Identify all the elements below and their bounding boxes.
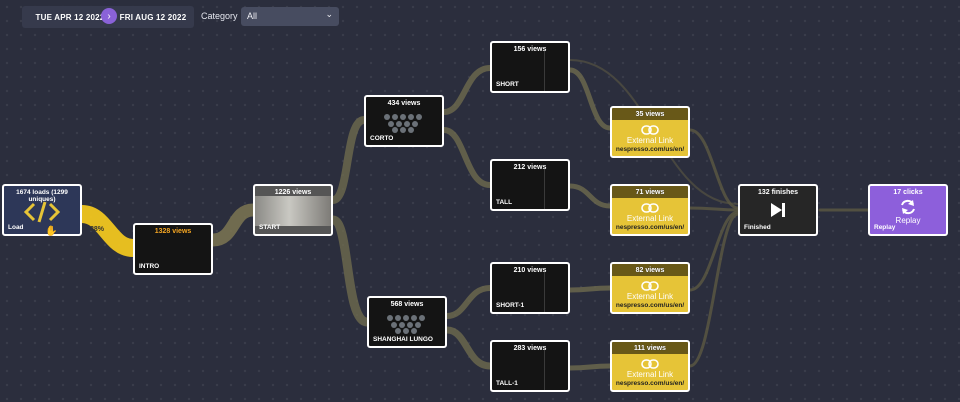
node-external-link-2[interactable]: 71 views External Link nespresso.com/us/… <box>610 184 690 236</box>
flow-shanghai-short1 <box>444 285 493 319</box>
replay-label: Replay <box>874 224 896 231</box>
corto-label: CORTO <box>370 135 394 142</box>
flow-short-link1 <box>567 67 613 131</box>
replay-title: Replay <box>895 216 921 225</box>
tall-label: TALL <box>496 199 513 206</box>
intro-label: INTRO <box>139 263 160 270</box>
link2-title: External Link <box>626 214 674 223</box>
video-thumbnail <box>544 169 545 209</box>
flow-start-corto <box>329 116 368 204</box>
node-external-link-4[interactable]: 111 views External Link nespresso.com/us… <box>610 340 690 392</box>
node-finished[interactable]: 132 finishes Finished <box>738 184 818 236</box>
finished-count: 132 finishes <box>757 189 799 196</box>
video-thumbnail <box>544 51 545 91</box>
link3-title: External Link <box>626 292 674 301</box>
link-icon <box>612 200 688 218</box>
tall-count: 212 views <box>513 164 547 171</box>
node-replay[interactable]: 17 clicks Replay Replay <box>868 184 948 236</box>
shanghai-label: SHANGHAI LUNGO <box>373 336 433 343</box>
load-count: 1674 loads (1299 uniques) <box>16 189 68 203</box>
category-value: All <box>247 11 258 21</box>
short-label: SHORT <box>496 81 519 88</box>
skip-end-icon <box>740 202 816 223</box>
start-label: START <box>259 224 281 231</box>
flow-load-intro <box>73 205 142 257</box>
flow-corto-tall <box>441 127 493 188</box>
flow-corto-short <box>441 65 493 115</box>
link4-title: External Link <box>626 370 674 379</box>
start-thumbnail <box>255 196 331 226</box>
link2-count: 71 views <box>635 189 665 196</box>
flow-tall1-link4 <box>567 363 613 371</box>
flow-tall-link2 <box>567 183 613 209</box>
video-thumbnail <box>544 350 545 390</box>
node-corto[interactable]: 434 views CORTO <box>364 95 444 147</box>
top-bar: TUE APR 12 2022 FRI AUG 12 2022 › Catego… <box>0 0 960 34</box>
link-icon <box>612 278 688 296</box>
chevron-down-icon: ⌄ <box>325 9 333 19</box>
code-icon <box>4 200 80 229</box>
link-header <box>612 186 688 198</box>
flow-link4-finished <box>688 212 740 368</box>
hand-cursor-icon: ✋ <box>45 226 58 237</box>
flow-intro-start <box>206 203 260 247</box>
link1-count: 35 views <box>635 111 665 118</box>
short1-label: SHORT-1 <box>496 302 525 309</box>
flow-percent: 28% <box>90 226 105 233</box>
flow-shanghai-tall1 <box>443 326 494 370</box>
short-count: 156 views <box>513 46 547 53</box>
intro-count: 1328 views <box>154 228 192 235</box>
arrow-right-icon: › <box>101 8 117 24</box>
finished-label: Finished <box>744 224 771 231</box>
link1-url: nespresso.com/us/en/ <box>615 146 685 153</box>
category-label: Category <box>201 11 238 21</box>
node-short-1[interactable]: 210 views SHORT-1 <box>490 262 570 314</box>
date-start[interactable]: TUE APR 12 2022 <box>22 6 118 28</box>
tall1-count: 283 views <box>513 345 547 352</box>
flow-link1-finished <box>688 128 740 210</box>
link-icon <box>612 356 688 374</box>
link3-count: 82 views <box>635 267 665 274</box>
node-tall[interactable]: 212 views TALL <box>490 159 570 211</box>
link4-url: nespresso.com/us/en/ <box>615 380 685 387</box>
capsules-thumbnail <box>369 312 445 339</box>
node-shanghai-lungo[interactable]: 568 views SHANGHAI LUNGO <box>367 296 447 348</box>
node-external-link-3[interactable]: 82 views External Link nespresso.com/us/… <box>610 262 690 314</box>
link-header <box>612 264 688 276</box>
link2-url: nespresso.com/us/en/ <box>615 224 685 231</box>
load-label: Load <box>8 224 24 231</box>
flow-short1-link3 <box>567 285 613 293</box>
start-count: 1226 views <box>274 189 312 196</box>
node-short[interactable]: 156 views SHORT <box>490 41 570 93</box>
link1-title: External Link <box>626 136 674 145</box>
flow-link3-finished <box>688 210 740 292</box>
link-header <box>612 342 688 354</box>
flow-link2-finished <box>688 206 740 212</box>
replay-count: 17 clicks <box>893 189 923 196</box>
link-icon <box>612 122 688 140</box>
corto-count: 434 views <box>387 100 421 107</box>
node-load[interactable]: 1674 loads (1299 uniques) Load <box>2 184 82 236</box>
node-start[interactable]: 1226 views START <box>253 184 333 236</box>
link4-count: 111 views <box>634 345 666 352</box>
replay-icon <box>870 198 946 221</box>
category-select[interactable]: All ⌄ <box>241 7 339 26</box>
capsules-thumbnail <box>366 111 442 138</box>
date-end[interactable]: FRI AUG 12 2022 <box>112 6 194 28</box>
tall1-label: TALL-1 <box>496 380 518 387</box>
video-thumbnail <box>544 272 545 312</box>
shanghai-count: 568 views <box>390 301 424 308</box>
link3-url: nespresso.com/us/en/ <box>615 302 685 309</box>
node-intro[interactable]: 1328 views INTRO <box>133 223 213 275</box>
flow-start-shanghai <box>328 215 372 327</box>
node-tall-1[interactable]: 283 views TALL-1 <box>490 340 570 392</box>
node-external-link-1[interactable]: 35 views External Link nespresso.com/us/… <box>610 106 690 158</box>
short1-count: 210 views <box>513 267 547 274</box>
link-header <box>612 108 688 120</box>
